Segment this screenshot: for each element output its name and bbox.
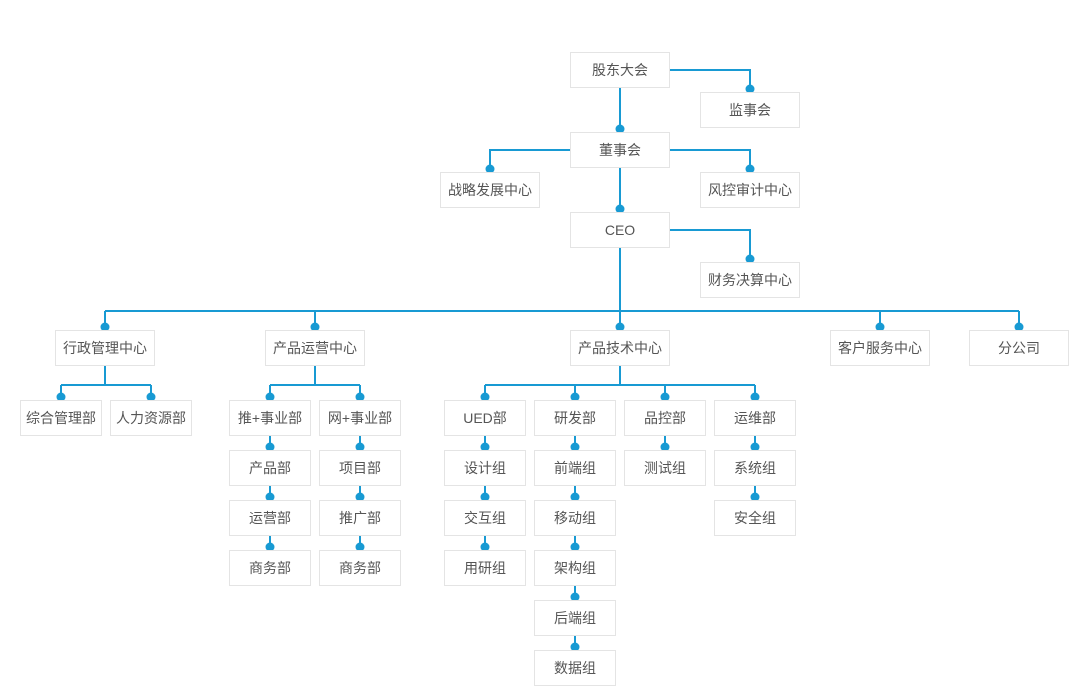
org-node-ued-dept: UED部 [444, 400, 526, 436]
connector-line [670, 69, 751, 92]
connector-dot [265, 492, 275, 502]
connector-line [489, 149, 570, 172]
org-node-architecture-group: 架构组 [534, 550, 616, 586]
connector-dot [570, 642, 580, 652]
org-node-finance-center: 财务决算中心 [700, 262, 800, 298]
org-node-risk-audit-center: 风控审计中心 [700, 172, 800, 208]
connector-dot [745, 84, 755, 94]
org-node-wang-business-unit: 网+事业部 [319, 400, 401, 436]
connector-dot [570, 392, 580, 402]
org-node-design-group: 设计组 [444, 450, 526, 486]
connector-dot [745, 254, 755, 264]
connector-dot [745, 164, 755, 174]
org-node-backend-group: 后端组 [534, 600, 616, 636]
org-node-promotion-dept: 推广部 [319, 500, 401, 536]
org-node-product-ops-center: 产品运营中心 [265, 330, 365, 366]
org-node-business-dept-1: 商务部 [229, 550, 311, 586]
connector-dot [660, 392, 670, 402]
connector-dot [615, 322, 625, 332]
connector-dot [265, 392, 275, 402]
connector-dot [146, 392, 156, 402]
connector-dot [265, 442, 275, 452]
connector-dot [750, 442, 760, 452]
connector-dot [100, 322, 110, 332]
org-node-shareholders-meeting: 股东大会 [570, 52, 670, 88]
connector-dot [570, 592, 580, 602]
connector-dot [355, 442, 365, 452]
connector-dot [615, 204, 625, 214]
connector-dot [355, 392, 365, 402]
org-node-hr-dept: 人力资源部 [110, 400, 192, 436]
org-node-customer-service-center: 客户服务中心 [830, 330, 930, 366]
org-node-mobile-group: 移动组 [534, 500, 616, 536]
connector-dot [660, 442, 670, 452]
org-node-ceo: CEO [570, 212, 670, 248]
org-node-operations-dept: 运营部 [229, 500, 311, 536]
connector-dot [480, 442, 490, 452]
org-node-admin-center: 行政管理中心 [55, 330, 155, 366]
connector-dot [1014, 322, 1024, 332]
org-node-product-dept: 产品部 [229, 450, 311, 486]
org-node-board-of-directors: 董事会 [570, 132, 670, 168]
connector-dot [615, 124, 625, 134]
org-node-qc-dept: 品控部 [624, 400, 706, 436]
org-node-project-dept: 项目部 [319, 450, 401, 486]
org-node-branch-company: 分公司 [969, 330, 1069, 366]
org-node-tui-business-unit: 推+事业部 [229, 400, 311, 436]
org-node-interaction-group: 交互组 [444, 500, 526, 536]
connector-dot [480, 542, 490, 552]
connector-dot [56, 392, 66, 402]
org-node-testing-group: 测试组 [624, 450, 706, 486]
org-node-supervisory-board: 监事会 [700, 92, 800, 128]
connector-dot [750, 492, 760, 502]
connector-dot [570, 542, 580, 552]
connector-dot [480, 392, 490, 402]
connector-dot [355, 542, 365, 552]
connector-line [670, 149, 751, 172]
org-node-data-group: 数据组 [534, 650, 616, 686]
connector-dot [875, 322, 885, 332]
connector-line [670, 229, 751, 262]
connector-dot [570, 492, 580, 502]
org-node-devops-dept: 运维部 [714, 400, 796, 436]
org-node-frontend-group: 前端组 [534, 450, 616, 486]
connector-dot [265, 542, 275, 552]
connector-dot [750, 392, 760, 402]
connector-dot [480, 492, 490, 502]
connector-dot [355, 492, 365, 502]
org-node-general-admin-dept: 综合管理部 [20, 400, 102, 436]
org-node-system-group: 系统组 [714, 450, 796, 486]
org-node-strategy-center: 战略发展中心 [440, 172, 540, 208]
org-node-user-research-group: 用研组 [444, 550, 526, 586]
org-node-security-group: 安全组 [714, 500, 796, 536]
org-node-rd-dept: 研发部 [534, 400, 616, 436]
org-node-business-dept-2: 商务部 [319, 550, 401, 586]
connector-dot [310, 322, 320, 332]
org-node-product-tech-center: 产品技术中心 [570, 330, 670, 366]
connector-dot [570, 442, 580, 452]
connector-dot [485, 164, 495, 174]
